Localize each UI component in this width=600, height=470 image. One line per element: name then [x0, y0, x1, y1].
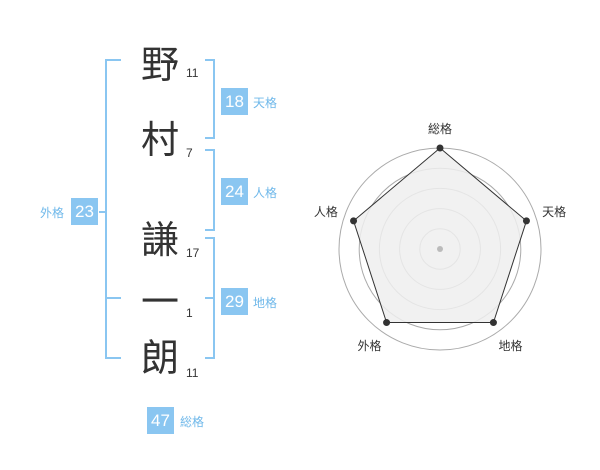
radar-axis-label-1: 総格 — [428, 121, 452, 136]
name-char-4: 一 — [140, 280, 179, 324]
soukaku-value: 47 — [147, 407, 174, 434]
stroke-count-5: 11 — [186, 366, 199, 380]
radar-axis-label-3: 地格 — [499, 338, 523, 353]
gaikaku-value: 23 — [71, 198, 98, 225]
stroke-count-2: 7 — [186, 146, 193, 160]
chikaku-label: 地格 — [253, 296, 278, 310]
name-char-5: 朗 — [140, 336, 179, 380]
jinkaku-bracket — [205, 149, 215, 231]
gaikaku-bracket — [105, 59, 121, 359]
gaikaku-label: 外格 — [40, 206, 65, 220]
radar-point-5 — [350, 217, 358, 225]
soukaku-label: 総格 — [180, 415, 205, 429]
tenkaku-label: 天格 — [253, 96, 278, 110]
radar-point-3 — [489, 319, 497, 327]
chikaku-value: 29 — [221, 288, 248, 315]
radar-point-1 — [436, 144, 444, 152]
tenkaku-value: 18 — [221, 88, 248, 115]
radar-center — [437, 246, 443, 252]
radar-point-2 — [522, 217, 530, 225]
name-char-3: 謙 — [140, 218, 179, 262]
radar-polygon — [352, 147, 528, 324]
radar-axis-label-5: 人格 — [314, 204, 338, 219]
name-char-2: 村 — [140, 118, 179, 162]
radar-axis-label-4: 外格 — [357, 338, 381, 353]
jinkaku-label: 人格 — [253, 186, 278, 200]
radar-axis-label-2: 天格 — [542, 204, 566, 219]
stroke-count-4: 1 — [186, 306, 193, 320]
stroke-count-3: 17 — [186, 246, 200, 260]
tenkaku-bracket — [205, 59, 215, 139]
name-char-1: 野 — [140, 43, 179, 87]
jinkaku-value: 24 — [221, 178, 248, 205]
radar-point-4 — [383, 319, 391, 327]
stroke-count-1: 11 — [186, 66, 199, 80]
